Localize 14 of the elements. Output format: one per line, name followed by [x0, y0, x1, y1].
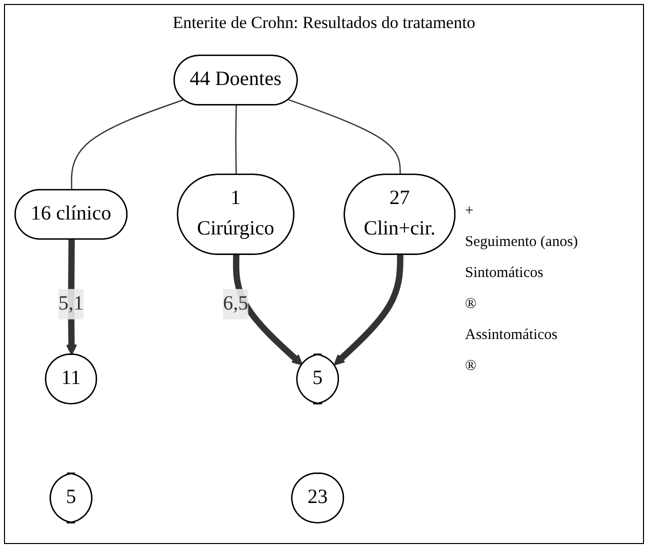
note-text: Sintomáticos [465, 265, 544, 282]
note-text: + [465, 203, 474, 220]
diagram-title: Enterite de Crohn: Resultados do tratamento [172, 13, 476, 33]
note-text: Assintomáticos [465, 327, 558, 344]
connector [235, 105, 237, 176]
edge-label: 5,1 [58, 292, 84, 314]
connector [288, 99, 401, 176]
edge-label: 6,5 [222, 292, 248, 314]
arrow [334, 254, 404, 366]
note-text: ® [465, 358, 476, 375]
arrow [232, 254, 303, 366]
note-text: Seguimento (anos) [465, 234, 578, 251]
connector [70, 99, 184, 190]
note-text: ® [465, 296, 476, 313]
